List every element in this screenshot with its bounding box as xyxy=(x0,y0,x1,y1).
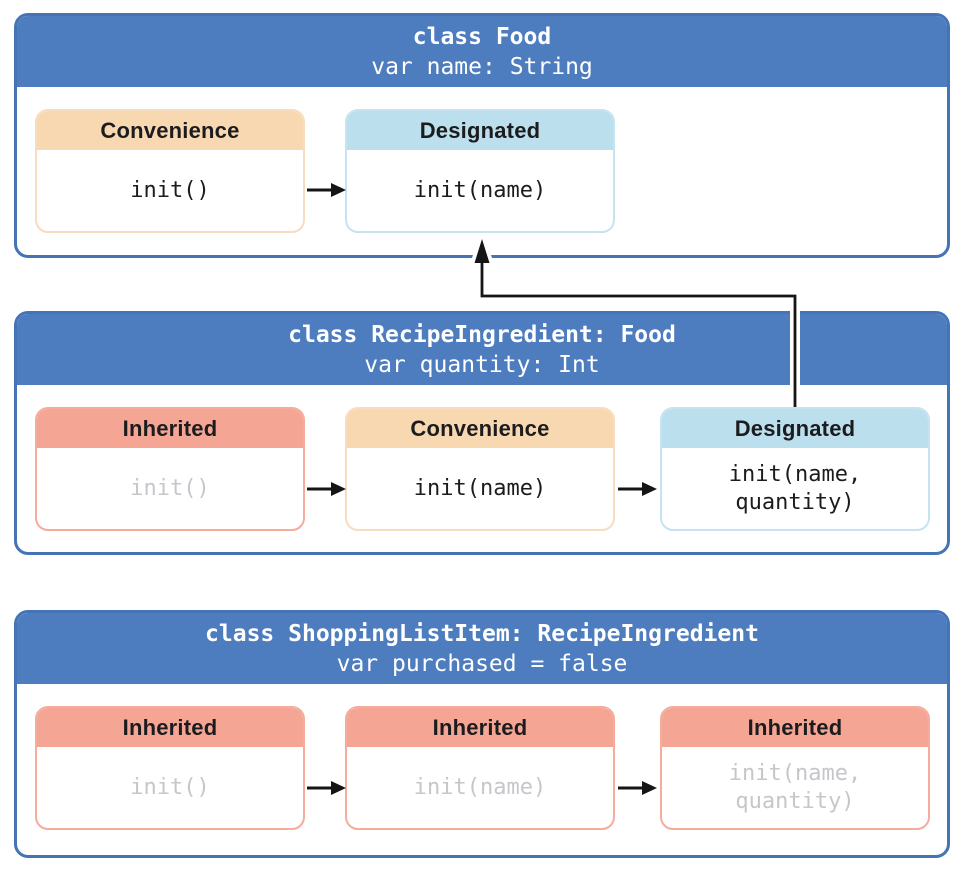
init-code: init(name) xyxy=(413,177,547,203)
class-title: class RecipeIngredient: Food xyxy=(288,321,676,348)
class-title: class Food xyxy=(412,23,552,50)
init-code: init() xyxy=(130,177,210,203)
init-code: init(name) xyxy=(413,774,547,800)
class-box-recipeingredient: class RecipeIngredient: Food var quantit… xyxy=(14,311,950,555)
init-code: init(name, quantity) xyxy=(728,760,862,814)
card-recipe-convenience: Convenience init(name) xyxy=(345,407,615,531)
init-code: init(name) xyxy=(413,475,547,501)
card-shopping-inherited-init: Inherited init() xyxy=(35,706,305,830)
init-code: init() xyxy=(130,475,210,501)
card-title: Inherited xyxy=(662,708,928,747)
card-shopping-inherited-initname: Inherited init(name) xyxy=(345,706,615,830)
card-title: Designated xyxy=(347,111,613,150)
card-title: Convenience xyxy=(37,111,303,150)
class-subtitle: var quantity: Int xyxy=(364,351,600,378)
class-subtitle: var purchased = false xyxy=(336,650,628,677)
card-food-designated: Designated init(name) xyxy=(345,109,615,233)
init-code: init(name, quantity) xyxy=(728,461,862,515)
card-title: Convenience xyxy=(347,409,613,448)
card-title: Inherited xyxy=(347,708,613,747)
class-box-shoppinglistitem: class ShoppingListItem: RecipeIngredient… xyxy=(14,610,950,858)
class-subtitle: var name: String xyxy=(371,53,593,80)
card-recipe-designated: Designated init(name, quantity) xyxy=(660,407,930,531)
class-title: class ShoppingListItem: RecipeIngredient xyxy=(205,620,759,647)
init-code: init() xyxy=(130,774,210,800)
class-header: class ShoppingListItem: RecipeIngredient… xyxy=(17,613,947,684)
class-box-food: class Food var name: String Convenience … xyxy=(14,13,950,258)
card-food-convenience: Convenience init() xyxy=(35,109,305,233)
card-shopping-inherited-initnamequantity: Inherited init(name, quantity) xyxy=(660,706,930,830)
class-header: class RecipeIngredient: Food var quantit… xyxy=(17,314,947,385)
class-header: class Food var name: String xyxy=(17,16,947,87)
card-title: Designated xyxy=(662,409,928,448)
card-title: Inherited xyxy=(37,708,303,747)
card-recipe-inherited-init: Inherited init() xyxy=(35,407,305,531)
card-title: Inherited xyxy=(37,409,303,448)
